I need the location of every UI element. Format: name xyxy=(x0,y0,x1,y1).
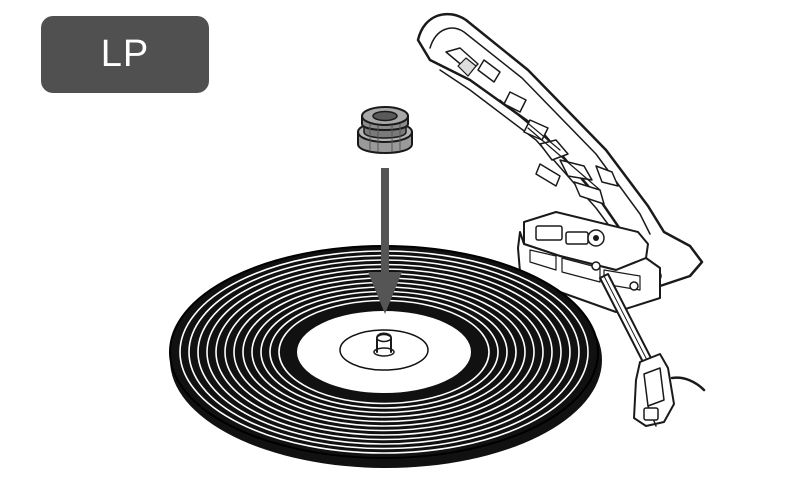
open-dust-cover xyxy=(416,12,704,288)
down-arrow xyxy=(368,168,402,314)
lp-badge-label: LP xyxy=(100,33,150,75)
spindle-adapter xyxy=(357,106,413,154)
spindle xyxy=(373,332,395,357)
headshell xyxy=(633,353,675,427)
lp-badge: LP xyxy=(41,16,209,93)
cable xyxy=(670,376,706,392)
